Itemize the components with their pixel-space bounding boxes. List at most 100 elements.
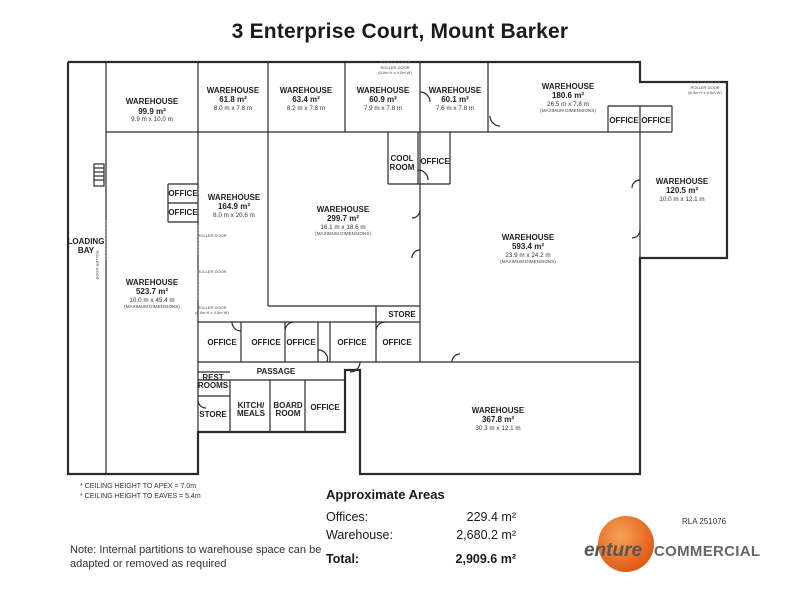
room-store-mid: STORE — [388, 310, 416, 319]
svg-text:WAREHOUSE: WAREHOUSE — [317, 205, 370, 214]
svg-text:8.0 m x 7.8 m: 8.0 m x 7.8 m — [214, 105, 252, 112]
room-rest-rooms: REST ROOMS — [198, 373, 229, 390]
svg-text:593.4 m²: 593.4 m² — [512, 242, 544, 251]
svg-text:WAREHOUSE: WAREHOUSE — [357, 86, 410, 95]
svg-text:MEALS: MEALS — [237, 409, 266, 418]
room-office-mid: OFFICE — [420, 157, 450, 166]
room-warehouse-299-7: WAREHOUSE 299.7 m² 16.1 m x 18.6 m (MAXI… — [315, 205, 371, 236]
total-label: Total: — [326, 552, 360, 566]
room-warehouse-63-4: WAREHOUSE 63.4 m² 8.2 m x 7.8 m — [280, 86, 333, 112]
areas-row-warehouse: Warehouse: 2,680.2 m² — [326, 528, 576, 546]
room-office-top-1: OFFICE — [609, 116, 639, 125]
room-loading-bay: LOADING BAY ROLLER DOOR — [68, 237, 105, 280]
svg-text:WAREHOUSE: WAREHOUSE — [280, 86, 333, 95]
room-board-room: BOARD ROOM — [273, 401, 303, 418]
room-warehouse-180-6: WAREHOUSE 180.6 m² 26.5 m x 7.8 m (MAXIM… — [540, 82, 722, 113]
svg-text:OFFICE: OFFICE — [207, 338, 237, 347]
svg-text:WAREHOUSE: WAREHOUSE — [208, 193, 261, 202]
room-warehouse-120-5: WAREHOUSE 120.5 m² 10.0 m x 12.1 m — [656, 177, 709, 203]
room-kitchen-meals: KITCH/ MEALS — [237, 401, 266, 418]
room-office-row-3: OFFICE — [286, 338, 316, 347]
reference-number: RLA 251076 — [682, 517, 727, 526]
svg-text:(6.0m H x 4.0m W): (6.0m H x 4.0m W) — [378, 70, 412, 75]
svg-text:ROLLER DOOR: ROLLER DOOR — [690, 85, 719, 90]
areas-row-total: Total: 2,909.6 m² — [326, 552, 576, 570]
svg-text:120.5 m²: 120.5 m² — [666, 186, 698, 195]
svg-text:61.8 m²: 61.8 m² — [219, 95, 247, 104]
svg-text:10.0 m x 12.1 m: 10.0 m x 12.1 m — [659, 196, 704, 203]
svg-text:OFFICE: OFFICE — [609, 116, 639, 125]
svg-text:WAREHOUSE: WAREHOUSE — [126, 278, 179, 287]
door-swings — [197, 91, 641, 409]
svg-text:BOARD: BOARD — [273, 401, 303, 410]
room-warehouse-61-8: WAREHOUSE 61.8 m² 8.0 m x 7.8 m — [207, 86, 260, 112]
svg-text:(MAXIMUM DIMENSIONS): (MAXIMUM DIMENSIONS) — [540, 108, 596, 113]
svg-text:164.9 m²: 164.9 m² — [218, 202, 250, 211]
room-store-bottom: STORE — [199, 410, 227, 419]
svg-text:OFFICE: OFFICE — [168, 208, 198, 217]
svg-text:REST: REST — [202, 373, 223, 382]
logo-brand-initial: V — [572, 540, 584, 561]
svg-text:ROOMS: ROOMS — [198, 381, 229, 390]
room-warehouse-164-9: WAREHOUSE 164.9 m² 8.0 m x 20.6 m ROLLER… — [195, 193, 261, 315]
svg-text:(MAXIMUM DIMENSIONS): (MAXIMUM DIMENSIONS) — [500, 259, 556, 264]
warehouse-label: Warehouse: — [326, 528, 393, 542]
svg-text:OFFICE: OFFICE — [641, 116, 671, 125]
svg-text:WAREHOUSE: WAREHOUSE — [126, 97, 179, 106]
room-office-left-1: OFFICE — [168, 189, 198, 198]
svg-text:(6.0m H x 4.0m W): (6.0m H x 4.0m W) — [195, 310, 229, 315]
svg-text:ROLLER DOOR: ROLLER DOOR — [380, 65, 409, 70]
svg-text:KITCH/: KITCH/ — [238, 401, 265, 410]
room-warehouse-523-7: WAREHOUSE 523.7 m² 10.0 m x 45.4 m (MAXI… — [124, 278, 180, 309]
svg-text:99.9 m²: 99.9 m² — [138, 107, 166, 116]
partition-note: Note: Internal partitions to warehouse s… — [70, 544, 322, 570]
offices-label: Offices: — [326, 510, 369, 524]
svg-text:WAREHOUSE: WAREHOUSE — [656, 177, 709, 186]
svg-text:8.2 m x 7.8 m: 8.2 m x 7.8 m — [287, 105, 325, 112]
svg-text:367.8 m²: 367.8 m² — [482, 415, 514, 424]
svg-text:7.9 m x 7.8 m: 7.9 m x 7.8 m — [364, 105, 402, 112]
room-warehouse-99-9: WAREHOUSE 99.9 m² 9.9 m x 10.0 m — [126, 97, 179, 123]
approximate-areas: Approximate Areas Offices: 229.4 m² Ware… — [326, 487, 576, 570]
room-office-row-2: OFFICE — [251, 338, 281, 347]
room-office-bottom: OFFICE — [310, 403, 340, 412]
svg-text:ROLLER DOOR: ROLLER DOOR — [197, 305, 226, 310]
room-warehouse-593-4: WAREHOUSE 593.4 m² 23.9 m x 24.2 m (MAXI… — [500, 233, 556, 264]
svg-text:9.9 m x 10.0 m: 9.9 m x 10.0 m — [131, 116, 173, 123]
room-office-row-4: OFFICE — [337, 338, 367, 347]
areas-row-offices: Offices: 229.4 m² — [326, 510, 576, 528]
svg-text:23.9 m x 24.2 m: 23.9 m x 24.2 m — [505, 252, 550, 259]
svg-text:63.4 m²: 63.4 m² — [292, 95, 320, 104]
venture-logo-icon — [598, 516, 654, 572]
svg-text:COOL: COOL — [390, 154, 413, 163]
svg-text:60.9 m²: 60.9 m² — [369, 95, 397, 104]
svg-text:OFFICE: OFFICE — [382, 338, 412, 347]
svg-text:WAREHOUSE: WAREHOUSE — [207, 86, 260, 95]
svg-text:OFFICE: OFFICE — [310, 403, 340, 412]
svg-text:WAREHOUSE: WAREHOUSE — [502, 233, 555, 242]
svg-text:180.6 m²: 180.6 m² — [552, 91, 584, 100]
room-passage: PASSAGE — [257, 367, 296, 376]
svg-text:ROOM: ROOM — [390, 163, 415, 172]
svg-text:OFFICE: OFFICE — [420, 157, 450, 166]
svg-text:OFFICE: OFFICE — [286, 338, 316, 347]
svg-text:(MAXIMUM DIMENSIONS): (MAXIMUM DIMENSIONS) — [315, 231, 371, 236]
logo-commercial: COMMERCIAL — [654, 543, 761, 560]
ceiling-notes: * CEILING HEIGHT TO APEX = 7.0m * CEILIN… — [80, 482, 201, 502]
svg-text:LOADING: LOADING — [68, 237, 105, 246]
room-warehouse-60-9: WAREHOUSE 60.9 m² 7.9 m x 7.8 m ROLLER D… — [357, 65, 413, 112]
areas-heading: Approximate Areas — [326, 487, 445, 502]
svg-text:WAREHOUSE: WAREHOUSE — [542, 82, 595, 91]
room-office-top-2: OFFICE — [641, 116, 671, 125]
svg-text:60.1 m²: 60.1 m² — [441, 95, 469, 104]
svg-text:WAREHOUSE: WAREHOUSE — [472, 406, 525, 415]
interior-walls — [105, 62, 673, 474]
svg-text:OFFICE: OFFICE — [168, 189, 198, 198]
svg-text:BAY: BAY — [78, 246, 95, 255]
svg-text:PASSAGE: PASSAGE — [257, 367, 296, 376]
svg-text:8.0 m x 20.6 m: 8.0 m x 20.6 m — [213, 212, 255, 219]
svg-text:16.1 m x 18.6 m: 16.1 m x 18.6 m — [320, 224, 365, 231]
svg-text:26.5 m x 7.8 m: 26.5 m x 7.8 m — [547, 101, 589, 108]
logo-brand: Venture — [572, 540, 642, 562]
